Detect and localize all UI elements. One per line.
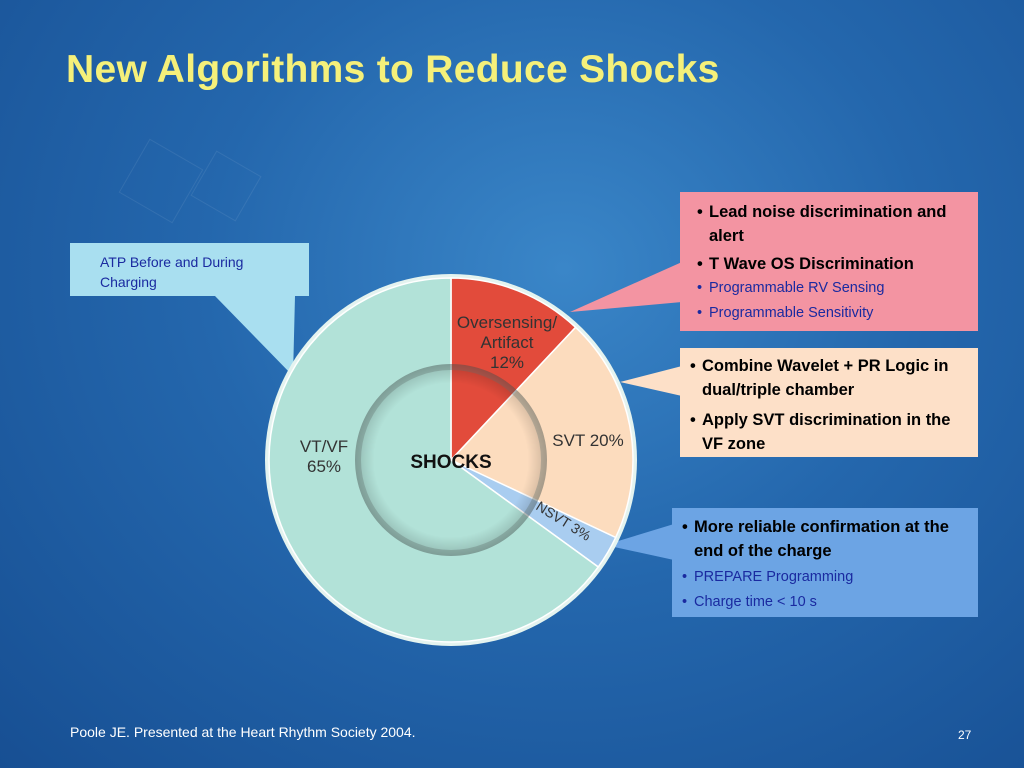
- slide-page-number: 27: [958, 728, 972, 742]
- svt-callout: Combine Wavelet + PR Logic in dual/tripl…: [680, 348, 978, 457]
- callout-bullet: More reliable confirmation at the end of…: [682, 515, 970, 563]
- callout-bullet: Combine Wavelet + PR Logic in dual/tripl…: [690, 354, 970, 402]
- callout-bullet: Apply SVT discrimination in the VF zone: [690, 408, 970, 456]
- callout-sub-bullet: Programmable Sensitivity: [697, 301, 968, 326]
- svt-callout-pointer: [620, 366, 682, 396]
- callout-sub-bullet: Charge time < 10 s: [682, 590, 970, 615]
- callout-sub-bullet: PREPARE Programming: [682, 565, 970, 590]
- oversensing-callout-pointer: [570, 262, 682, 312]
- pie-inner-ring-shade: [355, 364, 547, 556]
- slide-title: New Algorithms to Reduce Shocks: [66, 48, 720, 91]
- nsvt-callout: More reliable confirmation at the end of…: [672, 508, 978, 617]
- atp-callout-pointer: [215, 296, 295, 376]
- callout-sub-bullet: Programmable RV Sensing: [697, 276, 968, 301]
- callout-bullet: Lead noise discrimination and alert: [697, 200, 968, 248]
- atp-callout-text: ATP Before and During Charging: [100, 254, 244, 290]
- callout-bullet: T Wave OS Discrimination: [697, 252, 968, 276]
- pie-slice-label: SVT 20%: [552, 431, 624, 450]
- atp-callout: ATP Before and During Charging: [70, 243, 309, 296]
- nsvt-callout-pointer: [605, 524, 674, 560]
- oversensing-callout: Lead noise discrimination and alert T Wa…: [680, 192, 978, 331]
- pie-center-label: SHOCKS: [410, 452, 491, 473]
- slide-footer-citation: Poole JE. Presented at the Heart Rhythm …: [70, 724, 416, 740]
